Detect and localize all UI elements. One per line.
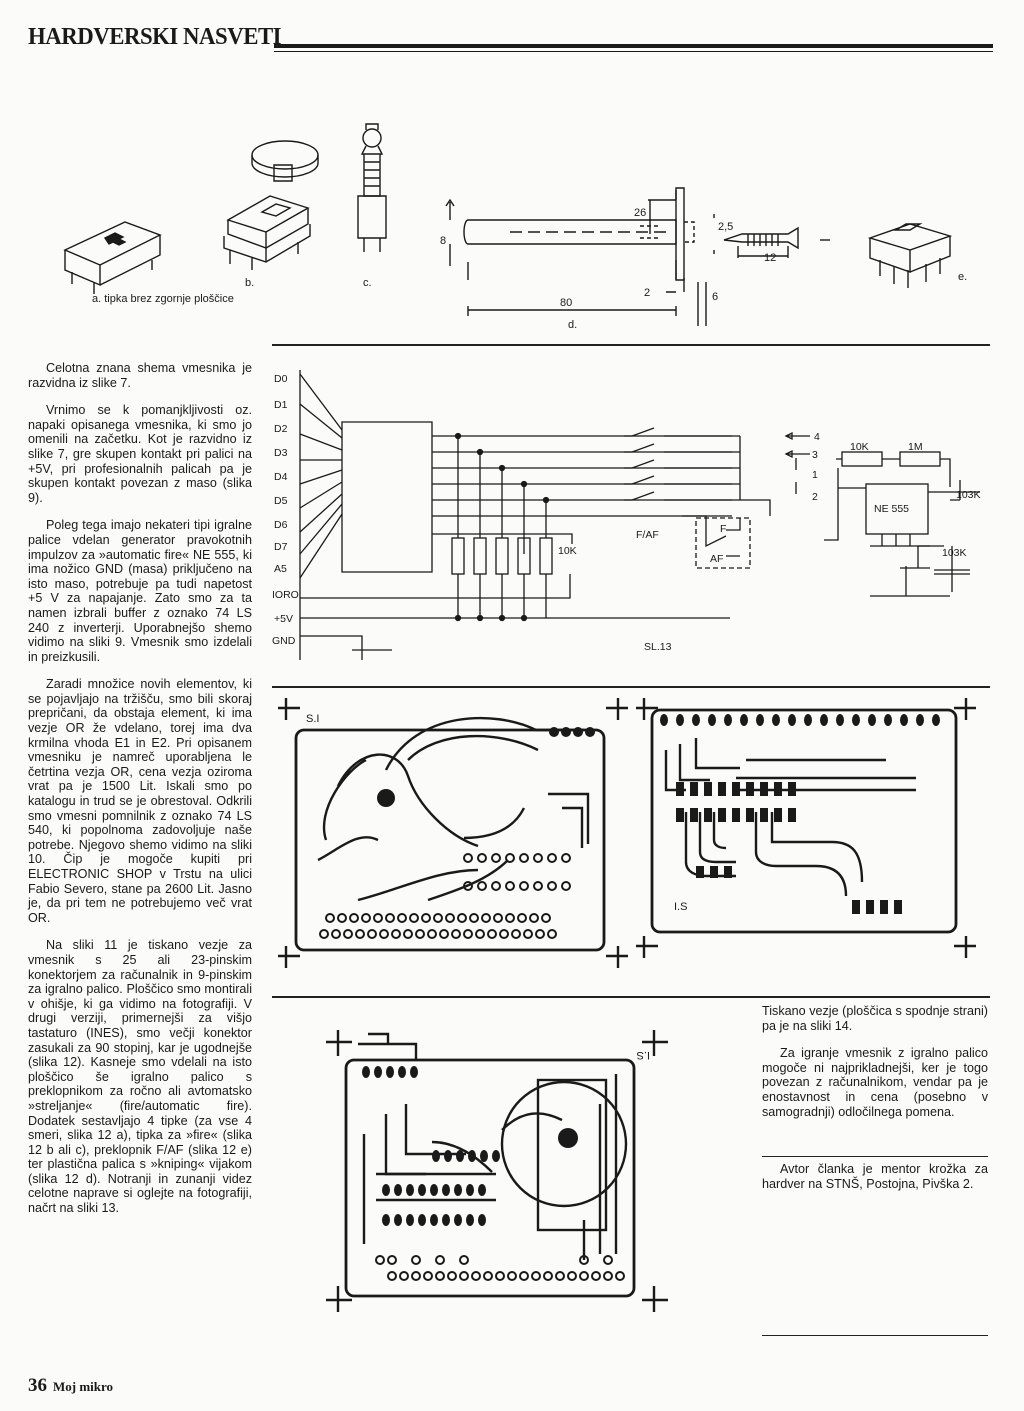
pin-label: D2 [274,423,288,435]
paragraph: Zaradi množice novih elementov, ki se po… [28,677,252,925]
bottom-edge-pads [375,1255,625,1281]
switch-af-label: AF [710,553,723,565]
left-column-text: Celotna znana shema vmesnika je razvidna… [28,361,252,1229]
pin-label: IORO [272,589,299,601]
paragraph: Tiskano vezje (ploščica s spodnje strani… [762,1004,988,1033]
closing-rule [762,1335,988,1336]
dir-label: 3 [812,449,818,461]
paragraph: Vrnimo se k pomanjkljivosti oz. napaki o… [28,403,252,505]
c1-label: 103K [956,489,981,501]
ic-row-pads [382,1150,500,1226]
ic-pads [463,853,571,891]
pcb-solder-side: I.S [636,698,976,958]
pcb-label-bottom: I.S [637,1049,650,1061]
small-connector-pads [362,1066,418,1078]
solder-ic-pads [676,782,902,914]
paragraph: Avtor članka je mentor krožka za hardver… [762,1162,988,1191]
pin-label: D6 [274,519,288,531]
pin-label: GND [272,635,296,647]
paragraph: Za igranje vmesnik z igralno palico mogo… [762,1046,988,1119]
edge-connector-pads [319,913,557,939]
dir-label: 1 [812,469,818,481]
pin-label: +5V [274,613,293,625]
right-column-text: Tiskano vezje (ploščica s spodnje strani… [762,1004,988,1132]
figure-divider-lower [272,996,990,998]
header-rule-thin [274,51,993,52]
section-title: HARDVERSKI NASVETI [28,24,282,50]
label-b: b. [245,277,254,289]
author-note: Avtor članka je mentor krožka za hardver… [762,1162,988,1204]
pin-label: D4 [274,471,288,483]
figure-divider-middle [272,686,990,688]
f-af-switch [682,515,751,569]
dim-8: 8 [440,235,446,247]
paragraph: Na sliki 11 je tiskano vezje za vmesnik … [28,938,252,1216]
author-rule [762,1156,988,1157]
part-e-slide-switch [867,223,953,288]
page-number: 36 [28,1375,47,1396]
c2-label: 103K [942,547,967,559]
ne555-block [824,451,980,597]
schematic-sl13: D0 D1 D2 D3 D4 D5 D6 D7 A5 IORO +5V GND … [272,370,981,660]
dim-12: 12 [764,252,776,264]
pcb-label-left: S.I [306,713,319,725]
switch-label: F/AF [636,529,659,541]
dim-2: 2 [644,287,650,299]
dim-2-5: 2,5 [718,221,733,233]
pin-label: D1 [274,399,288,411]
part-d-screw [723,226,830,258]
pin-label: D5 [274,495,288,507]
pin-label: D0 [274,373,288,385]
pin-fanout [299,373,343,579]
direction-arrows [784,431,810,494]
pcb-with-joystick: I.S [326,1030,668,1312]
label-c: c. [363,277,372,289]
pin-label: A5 [274,563,287,575]
resistor-bank [451,436,553,618]
resistor-label: 10K [558,545,577,557]
page-footer: 36 Moj mikro [28,1375,113,1397]
dim-6: 6 [712,291,718,303]
dir-label: 2 [812,491,818,503]
label-d: d. [568,319,577,331]
part-a-key [63,221,162,294]
part-d-stick [445,187,715,326]
part-b-button [223,140,319,270]
label-a: a. tipka brez zgornje ploščice [92,293,234,305]
paragraph: Poleg tega imajo nekateri tipi igralne p… [28,518,252,664]
switch-f-label: F [720,523,726,535]
pin-label: D7 [274,541,288,553]
part-c-tactile-switch [357,123,387,252]
ic-label: NE 555 [874,503,909,515]
dim-80: 80 [560,297,572,309]
dir-label: 4 [814,431,820,443]
pcb-label-right: I.S [674,901,687,913]
connector-pads-top [549,727,595,737]
page-header: HARDVERSKI NASVETI [28,18,993,58]
pin-label: D3 [274,447,288,459]
schematic-caption: SL.13 [644,641,672,653]
magazine-name: Moj mikro [53,1379,114,1394]
figure-12-parts: a. tipka brez zgornje ploščice b. c. d. … [63,123,967,331]
header-rule [274,44,993,48]
figure-divider-top [272,344,990,346]
pcb-component-side: S.I [278,698,628,968]
paragraph: Celotna znana shema vmesnika je razvidna… [28,361,252,390]
direction-switches [624,427,771,516]
solder-connector-pads [660,714,940,726]
r1-label: 10K [850,441,869,453]
r2-label: 1M [908,441,923,453]
dim-26: 26 [634,207,646,219]
label-e: e. [958,271,967,283]
